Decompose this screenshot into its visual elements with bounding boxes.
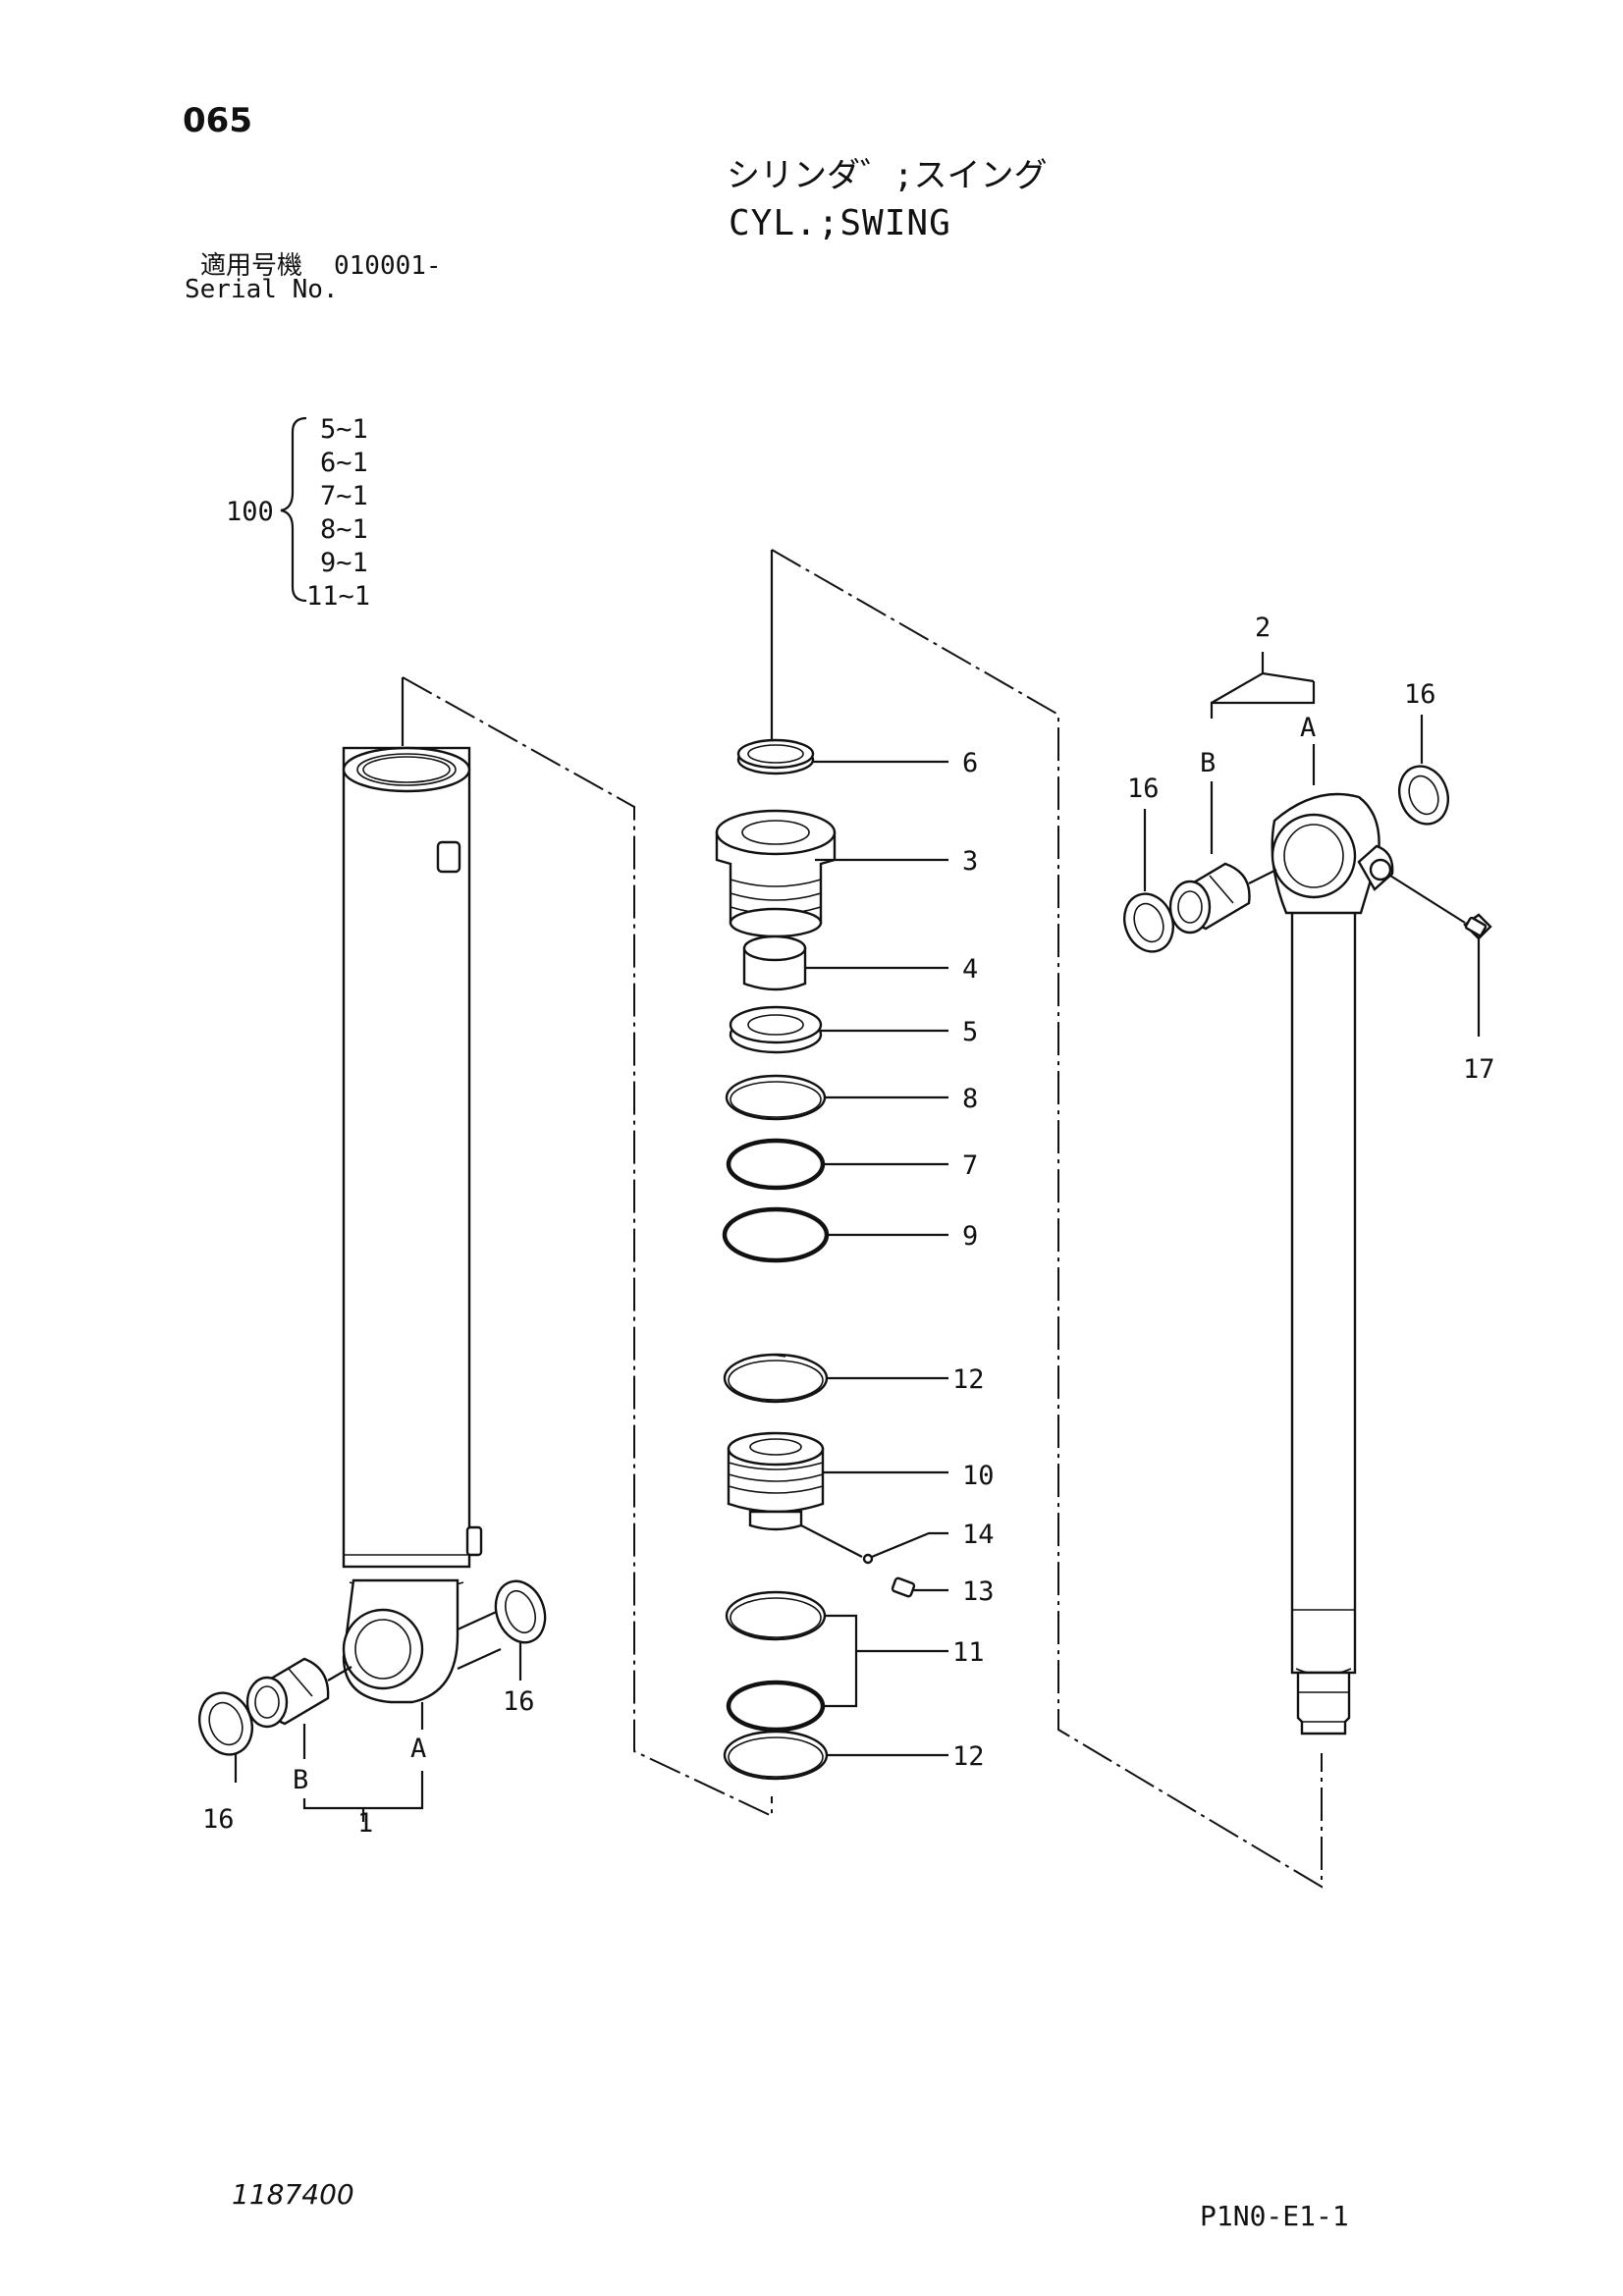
callout-16: 16 xyxy=(503,1686,535,1717)
callout-9: 9 xyxy=(962,1221,978,1252)
serial-label-japanese: 適用号機 xyxy=(200,251,303,281)
kit-item: 11~1 xyxy=(306,581,370,612)
part-9-o-ring: 9 xyxy=(722,1206,978,1263)
serial-number-value: 010001- xyxy=(334,251,442,281)
callout-8: 8 xyxy=(962,1084,978,1114)
diagram-title: CYL.;SWING xyxy=(729,203,951,243)
label-b: B xyxy=(1200,748,1216,778)
part-17-grease-fitting: 17 xyxy=(1389,875,1495,1085)
document-number: 1187400 xyxy=(232,2178,354,2211)
callout-16: 16 xyxy=(1127,774,1160,804)
kit-item: 5~1 xyxy=(320,414,368,445)
callout-17: 17 xyxy=(1463,1054,1495,1085)
callout-12: 12 xyxy=(952,1364,985,1395)
callout-3: 3 xyxy=(962,846,978,877)
assembly-lines xyxy=(401,549,1323,1889)
rod-seal-left xyxy=(1123,892,1174,953)
part-8-ring: 8 xyxy=(725,1074,978,1121)
page-code: P1N0-E1-1 xyxy=(1200,2200,1349,2232)
diagram-title-japanese: シリンダ゛;スイング xyxy=(727,156,1048,195)
callout-1: 1 xyxy=(357,1808,373,1839)
part-10-piston: 10 xyxy=(727,1431,995,1531)
tube-seal-right xyxy=(494,1579,547,1644)
page-number: 065 xyxy=(183,101,252,140)
kit-item: 9~1 xyxy=(320,548,368,578)
part-12-wear-ring-lower: 12 xyxy=(723,1730,985,1781)
part-14-ball: 14 xyxy=(800,1520,995,1565)
rod-bushing xyxy=(1168,862,1277,934)
label-a: A xyxy=(1300,713,1316,743)
cylinder-tube xyxy=(342,746,502,1704)
tube-bushing xyxy=(245,1657,352,1729)
callout-4: 4 xyxy=(962,954,978,985)
rod-callouts: 2 A B 16 16 xyxy=(1127,613,1436,891)
rod-seal-right xyxy=(1398,765,1449,826)
part-3-rod-cover: 3 xyxy=(715,809,978,938)
kit-item: 8~1 xyxy=(320,514,368,545)
kit-item: 6~1 xyxy=(320,448,368,478)
callout-7: 7 xyxy=(962,1150,978,1181)
part-4-bushing: 4 xyxy=(742,934,978,991)
tube-seal-left xyxy=(198,1691,253,1756)
piston-rod xyxy=(1271,792,1394,1735)
label-b: B xyxy=(293,1765,308,1795)
callout-16: 16 xyxy=(1404,679,1436,710)
part-13-set-screw: 13 xyxy=(891,1576,995,1607)
callout-11: 11 xyxy=(952,1637,985,1668)
callout-6: 6 xyxy=(962,748,978,778)
callout-10: 10 xyxy=(962,1461,995,1491)
part-6-seal: 6 xyxy=(736,738,978,778)
kit-number: 100 xyxy=(226,497,274,527)
kit-item: 7~1 xyxy=(320,481,368,511)
label-a: A xyxy=(410,1734,426,1764)
callout-5: 5 xyxy=(962,1017,978,1047)
callout-14: 14 xyxy=(962,1520,995,1550)
kit-bracket: 100 5~1 6~1 7~1 8~1 9~1 11~1 xyxy=(226,414,370,612)
part-11-seal-set: 11 xyxy=(725,1590,985,1733)
callout-2: 2 xyxy=(1255,613,1271,643)
callout-16: 16 xyxy=(202,1804,235,1835)
part-5-seal: 5 xyxy=(729,1005,978,1054)
serial-label: Serial No. xyxy=(185,275,339,304)
callout-13: 13 xyxy=(962,1576,995,1607)
callout-12: 12 xyxy=(952,1741,985,1772)
part-7-o-ring: 7 xyxy=(726,1138,978,1191)
part-12-wear-ring-upper: 12 xyxy=(723,1353,985,1404)
tube-callouts: 16 16 A B 1 xyxy=(202,1643,535,1839)
